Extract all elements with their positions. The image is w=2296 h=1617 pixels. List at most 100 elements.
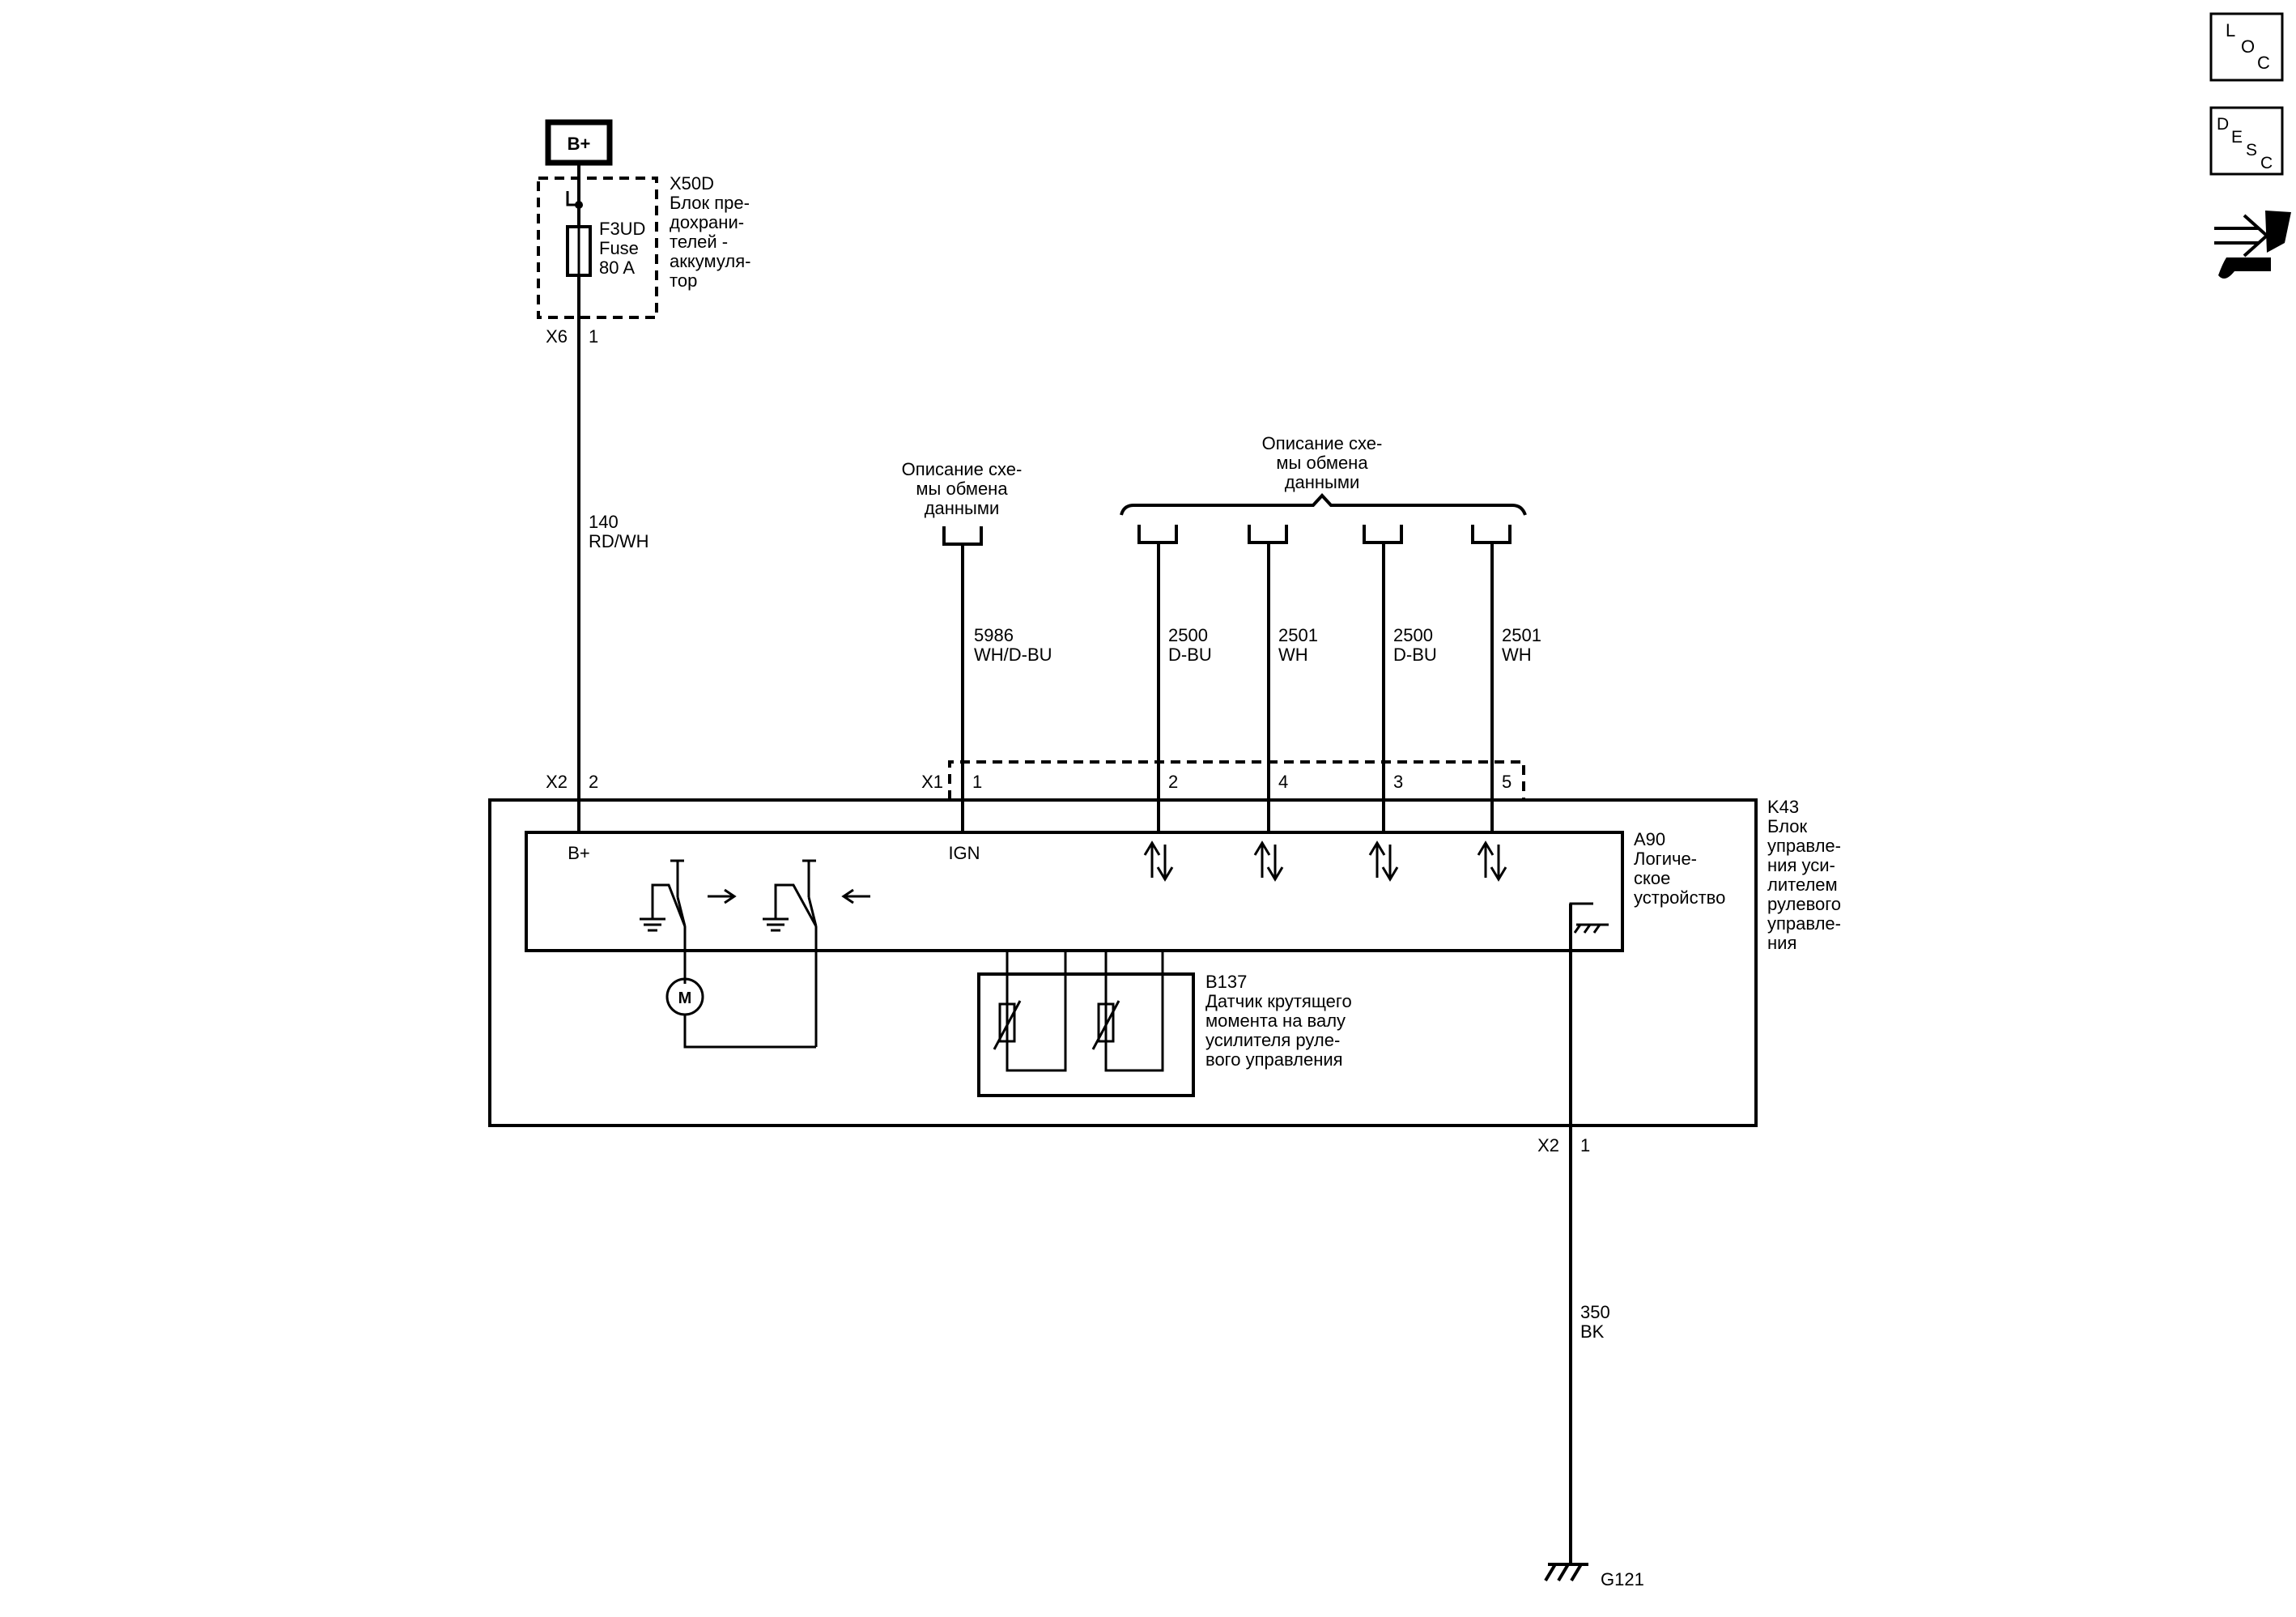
a90-logic-box: [525, 831, 1624, 952]
chassis-ground-symbol: [1544, 1563, 1588, 1582]
desc-icon-letter-4: C: [2260, 154, 2273, 172]
data-arrow-3: [1368, 840, 1399, 882]
k43-name-line-1: Блок: [1767, 816, 1808, 836]
battery-source-label: B+: [568, 134, 591, 154]
fuse-bus-tap: [566, 191, 579, 206]
a90-name-line-1: Логиче-: [1634, 849, 1697, 869]
internal-ground-tap: [1569, 902, 1593, 951]
data-ref-group-brace: [1120, 493, 1527, 516]
b137-resistor-1: [993, 1000, 1022, 1050]
motor-label: M: [678, 989, 692, 1007]
fuse-block-name-line-3: телей -: [670, 232, 728, 252]
b137-sensor-loop-2: [1104, 951, 1164, 1072]
module-bplus-connector: X2: [546, 772, 568, 792]
data-ref-single-connector: [942, 526, 983, 546]
fuse-name-line-1: F3UD: [599, 219, 645, 239]
data-wire-3-color: D-BU: [1393, 645, 1437, 665]
fuse-name-line-3: 80 A: [599, 257, 635, 278]
k43-name-line-5: рулевого: [1767, 894, 1841, 914]
data-ref-group-connector-2: [1248, 525, 1288, 544]
data-arrow-1: [1143, 840, 1174, 882]
x1-pin-data-1: 2: [1168, 772, 1178, 792]
relay-switch-2: [763, 859, 870, 1047]
k43-module-box: [488, 798, 1758, 1127]
data-arrow-4: [1477, 840, 1507, 882]
b137-name-line-3: усилителя руле-: [1205, 1030, 1340, 1050]
motor-wire: [683, 1015, 816, 1049]
data-ref-group-connector-3: [1363, 525, 1403, 544]
data-wire-1-circuit: 2500: [1168, 625, 1208, 645]
supply-wire-circuit: 140: [589, 512, 619, 532]
supply-wire-color: RD/WH: [589, 531, 649, 551]
internal-ground-symbol: [1573, 923, 1609, 934]
x1-pin-data-2: 4: [1278, 772, 1288, 792]
fuse-block-name-line-1: Блок пре-: [670, 193, 750, 213]
k43-module-id: K43: [1767, 797, 1799, 817]
ground-connector: X2: [1537, 1135, 1559, 1155]
a90-bplus-label: B+: [568, 843, 590, 863]
loc-icon-frame: [2209, 12, 2284, 82]
data-arrow-2: [1253, 840, 1284, 882]
x1-pin-ign: 1: [972, 772, 982, 792]
a90-name-line-2: ское: [1634, 868, 1670, 888]
fuse-out-connector: X6: [546, 326, 568, 347]
fuse-name-line-2: Fuse: [599, 238, 639, 258]
data-wire-4-circuit: 2501: [1502, 625, 1541, 645]
desc-icon-letter-1: D: [2217, 115, 2229, 134]
fuse-block-name-line-4: аккумуля-: [670, 251, 750, 271]
x1-connector-label: X1: [921, 772, 943, 792]
ground-ref-label: G121: [1601, 1569, 1644, 1589]
fuse-block-id: X50D: [670, 173, 714, 194]
ground-wire-color: BK: [1580, 1321, 1605, 1342]
desc-icon-letter-3: S: [2246, 141, 2257, 160]
ground-wire-circuit: 350: [1580, 1302, 1610, 1322]
a90-id: A90: [1634, 829, 1665, 849]
data-wire-3-circuit: 2500: [1393, 625, 1433, 645]
data-wire-4-color: WH: [1502, 645, 1532, 665]
loc-icon-letter-3: C: [2257, 53, 2270, 73]
b137-name-line-1: Датчик крутящего: [1205, 991, 1352, 1011]
module-bplus-pin: 2: [589, 772, 598, 792]
loc-icon-letter-1: L: [2226, 20, 2235, 40]
data-wire-2-circuit: 2501: [1278, 625, 1318, 645]
k43-name-line-4: лителем: [1767, 874, 1838, 895]
fuse-out-pin: 1: [589, 326, 598, 347]
ignition-wire-color: WH/D-BU: [974, 645, 1052, 665]
k43-name-line-6: управле-: [1767, 913, 1841, 934]
b137-sensor-box: [977, 972, 1195, 1097]
data-wire-1-color: D-BU: [1168, 645, 1212, 665]
ignition-wire-circuit: 5986: [974, 625, 1014, 645]
x1-connector-outline: [948, 760, 1525, 800]
a90-ign-label: IGN: [948, 843, 980, 863]
data-ref-group-line-2: мы обмена: [1276, 453, 1368, 473]
b137-name-line-4: вого управления: [1205, 1049, 1343, 1070]
data-ref-group-connector-4: [1471, 525, 1512, 544]
data-ref-single-line-1: Описание схе-: [902, 459, 1023, 479]
fuse-block-name-line-5: тор: [670, 270, 697, 291]
x1-pin-data-4: 5: [1502, 772, 1512, 792]
x1-pin-data-3: 3: [1393, 772, 1403, 792]
data-ref-group-line-1: Описание схе-: [1262, 433, 1383, 453]
a90-name-line-3: устройство: [1634, 887, 1725, 908]
b137-resistor-2: [1091, 1000, 1120, 1050]
loc-icon-letter-2: O: [2241, 36, 2255, 57]
k43-name-line-3: ния уси-: [1767, 855, 1835, 875]
k43-name-line-2: управле-: [1767, 836, 1841, 856]
k43-name-line-7: ния: [1767, 933, 1796, 953]
data-ref-single-line-2: мы обмена: [916, 479, 1008, 499]
data-ref-single-line-3: данными: [925, 498, 1000, 518]
b137-name-line-2: момента на валу: [1205, 1011, 1346, 1031]
data-ref-group-connector-1: [1137, 525, 1178, 544]
b137-id: B137: [1205, 972, 1247, 992]
loc-icon[interactable]: L O C: [2209, 12, 2284, 82]
connector-repair-icon[interactable]: [2214, 211, 2291, 279]
desc-icon-letter-2: E: [2231, 128, 2243, 147]
desc-icon-frame: [2209, 106, 2284, 176]
data-ref-group-line-3: данными: [1285, 472, 1360, 492]
fuse-block-name-line-2: дохрани-: [670, 212, 744, 232]
relay-switch-1: [640, 859, 737, 984]
desc-icon[interactable]: D E S C: [2209, 106, 2284, 176]
ground-pin: 1: [1580, 1135, 1590, 1155]
data-wire-2-color: WH: [1278, 645, 1308, 665]
fuse-block-outline: [537, 177, 658, 319]
